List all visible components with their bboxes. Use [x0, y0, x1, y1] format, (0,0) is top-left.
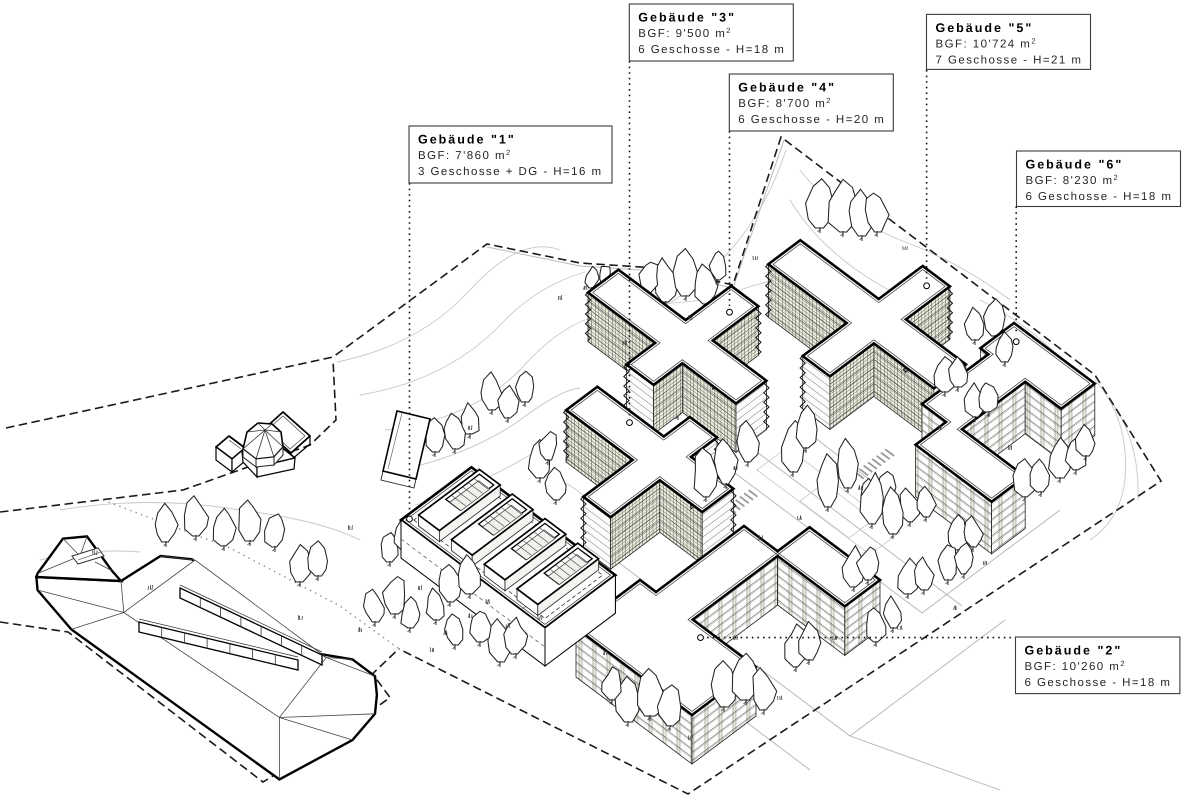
svg-text:Gebäude "5": Gebäude "5" — [936, 21, 1034, 35]
svg-text:BGF: 8'700 m2: BGF: 8'700 m2 — [738, 96, 832, 110]
svg-text:Gebäude "3": Gebäude "3" — [638, 11, 736, 25]
svg-text:6 Geschosse - H=18 m: 6 Geschosse - H=18 m — [1025, 677, 1172, 689]
svg-text:BGF: 9'500 m2: BGF: 9'500 m2 — [638, 26, 732, 40]
svg-text:Gebäude "4": Gebäude "4" — [738, 81, 836, 95]
svg-text:7 Geschosse - H=21 m: 7 Geschosse - H=21 m — [936, 54, 1083, 66]
svg-text:Gebäude "1": Gebäude "1" — [418, 133, 516, 147]
svg-text:3 Geschosse + DG - H=16 m: 3 Geschosse + DG - H=16 m — [418, 166, 603, 178]
svg-text:BGF: 10'724 m2: BGF: 10'724 m2 — [936, 36, 1037, 50]
svg-text:BGF: 10'260 m2: BGF: 10'260 m2 — [1025, 659, 1126, 673]
svg-text:6 Geschosse - H=18 m: 6 Geschosse - H=18 m — [1026, 191, 1173, 203]
svg-text:6 Geschosse - H=20 m: 6 Geschosse - H=20 m — [738, 114, 885, 126]
svg-text:Gebäude "2": Gebäude "2" — [1025, 644, 1123, 658]
svg-text:Gebäude "6": Gebäude "6" — [1026, 158, 1124, 172]
svg-text:BGF: 7'860 m2: BGF: 7'860 m2 — [418, 148, 512, 162]
svg-text:BGF: 8'230 m2: BGF: 8'230 m2 — [1026, 173, 1120, 187]
svg-text:6 Geschosse - H=18 m: 6 Geschosse - H=18 m — [638, 44, 785, 56]
